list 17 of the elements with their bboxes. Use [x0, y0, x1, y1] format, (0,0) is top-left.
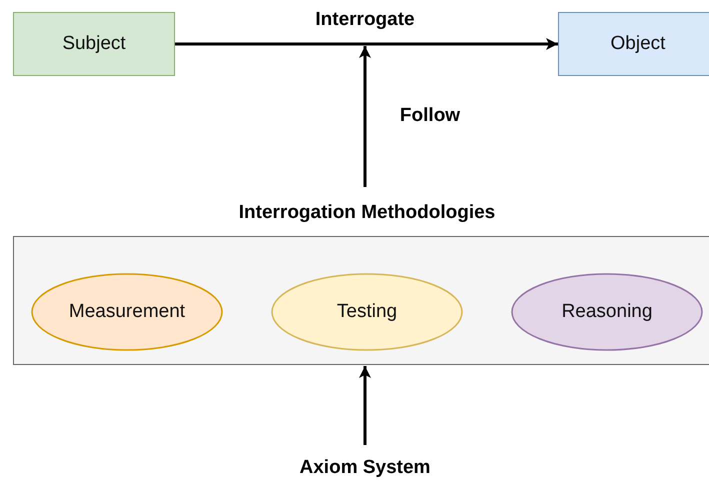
process-box [13, 12, 175, 76]
arrow [359, 46, 371, 187]
node-label: Axiom System [300, 457, 430, 479]
node-label: Subject [62, 33, 126, 55]
arrow [359, 366, 371, 445]
node-label: Testing [336, 301, 398, 323]
method-ellipse [31, 273, 223, 351]
method-ellipse [511, 273, 703, 351]
node-label: Object [610, 33, 666, 55]
method-ellipse [271, 273, 463, 351]
process-box [558, 12, 709, 76]
edge-label: Interrogate [315, 9, 415, 31]
panel-heading: Interrogation Methodologies [238, 202, 496, 224]
node-label: Measurement [68, 301, 186, 323]
arrow [175, 38, 558, 50]
edge-label: Follow [400, 105, 460, 127]
node-label: Reasoning [562, 301, 652, 323]
